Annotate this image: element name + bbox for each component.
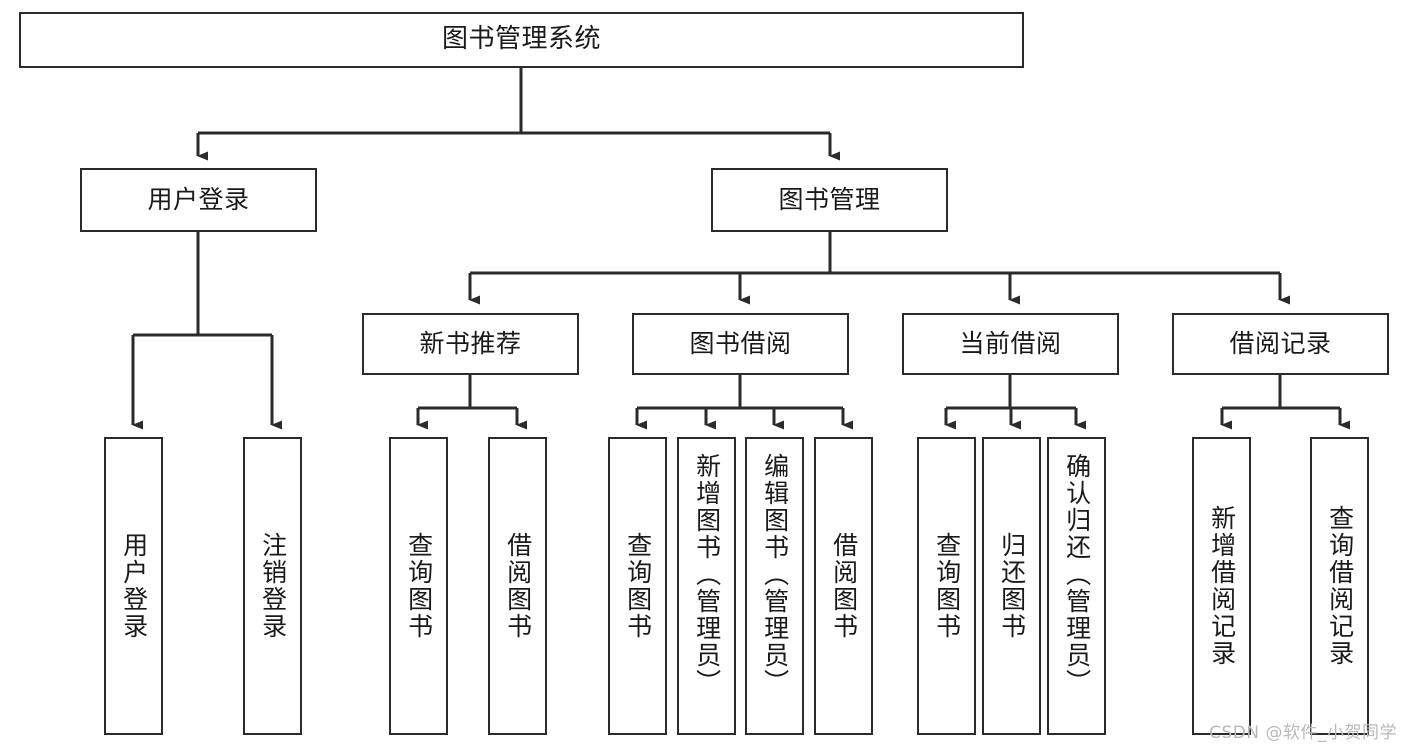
node-label: 查询借阅记录 — [1325, 505, 1355, 667]
node-label: 新增借阅记录 — [1207, 505, 1237, 667]
node-label: 查询图书 — [623, 532, 653, 640]
node-label: 当前借阅 — [959, 328, 1062, 358]
leaf-query-book-recommend[interactable]: 查询图书 — [389, 437, 448, 735]
leaf-query-book-current[interactable]: 查询图书 — [917, 437, 976, 735]
leaf-add-book-admin[interactable]: 新增图书（管理员） — [677, 437, 736, 735]
leaf-logout[interactable]: 注销登录 — [243, 437, 302, 735]
node-label: 借阅记录 — [1229, 328, 1332, 358]
node-label: 查询图书 — [932, 532, 962, 640]
node-label: 图书借阅 — [689, 328, 792, 358]
node-user-login[interactable]: 用户登录 — [80, 168, 317, 232]
leaf-borrow-book[interactable]: 借阅图书 — [814, 437, 873, 735]
node-label: 查询图书 — [404, 532, 434, 640]
leaf-add-borrow-record[interactable]: 新增借阅记录 — [1192, 437, 1251, 735]
node-label: 借阅图书 — [829, 532, 859, 640]
node-label: 用户登录 — [119, 532, 149, 640]
node-book-borrow[interactable]: 图书借阅 — [632, 313, 849, 375]
node-label: 编辑图书（管理员） — [760, 453, 790, 696]
node-label: 新增图书（管理员） — [692, 453, 722, 696]
csdn-watermark: CSDN @软件_小贺同学 — [1209, 723, 1397, 743]
node-label: 图书管理 — [778, 184, 881, 214]
node-current-borrow[interactable]: 当前借阅 — [902, 313, 1119, 375]
node-label: 注销登录 — [258, 532, 288, 640]
node-root-system[interactable]: 图书管理系统 — [19, 12, 1024, 68]
leaf-return-book[interactable]: 归还图书 — [982, 437, 1041, 735]
leaf-confirm-return-admin[interactable]: 确认归还（管理员） — [1047, 437, 1106, 735]
leaf-query-book-borrow[interactable]: 查询图书 — [608, 437, 667, 735]
node-label: 新书推荐 — [419, 328, 522, 358]
node-label: 图书管理系统 — [441, 24, 601, 55]
leaf-edit-book-admin[interactable]: 编辑图书（管理员） — [745, 437, 804, 735]
node-book-management[interactable]: 图书管理 — [711, 168, 948, 232]
leaf-user-login[interactable]: 用户登录 — [104, 437, 163, 735]
leaf-borrow-book-recommend[interactable]: 借阅图书 — [488, 437, 547, 735]
node-borrow-records[interactable]: 借阅记录 — [1172, 313, 1389, 375]
node-label: 确认归还（管理员） — [1062, 453, 1092, 696]
node-label: 归还图书 — [997, 532, 1027, 640]
node-new-book-recommend[interactable]: 新书推荐 — [362, 313, 579, 375]
leaf-query-borrow-record[interactable]: 查询借阅记录 — [1310, 437, 1369, 735]
node-label: 借阅图书 — [503, 532, 533, 640]
node-label: 用户登录 — [147, 184, 250, 214]
